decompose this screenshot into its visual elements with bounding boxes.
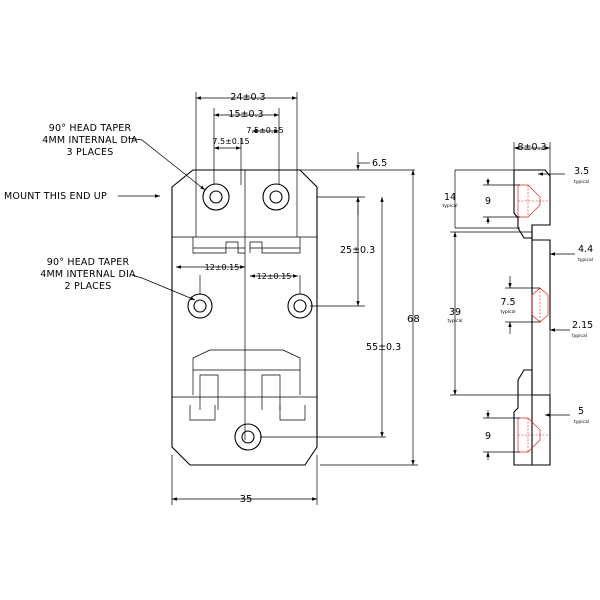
side-dim-8: 8±0.3 xyxy=(517,142,546,153)
hole-mid-right xyxy=(287,293,313,319)
front-outline xyxy=(171,169,318,466)
side-typical-3-5: typical xyxy=(574,179,589,185)
label-taper-2-line1: 90° HEAD TAPER xyxy=(47,257,130,268)
side-dim-2-15: 2.15 xyxy=(572,320,593,331)
side-typical-7-5: typical xyxy=(500,309,515,315)
side-dim-3-5: 3.5 xyxy=(574,166,589,177)
dim-55: 55±0.3 xyxy=(366,342,401,353)
hole-mid-left xyxy=(187,293,213,319)
dim-7-5-left: 7.5±0.15 xyxy=(212,137,249,146)
side-dim-9-top: 9 xyxy=(485,196,491,207)
dim-35: 35 xyxy=(240,494,253,505)
dim-25: 25±0.3 xyxy=(340,245,375,256)
label-taper-2-line3: 2 PLACES xyxy=(65,281,112,292)
label-taper-3-line1: 90° HEAD TAPER xyxy=(49,123,132,134)
side-typical-14: typical xyxy=(442,203,457,209)
dim-12-left: 12±0.15 xyxy=(205,263,240,272)
side-view: 8±0.3 3.5 typical 14 typical 9 4.4 typic… xyxy=(442,142,593,466)
side-dim-7-5: 7.5 xyxy=(500,297,515,308)
label-taper-2-line2: 4MM INTERNAL DIA xyxy=(40,269,136,280)
side-typical-4-4: typical xyxy=(578,257,593,263)
side-dim-14: 14 xyxy=(444,192,456,203)
side-typical-2-15: typical xyxy=(572,333,587,339)
side-dim-9-bottom: 9 xyxy=(485,431,491,442)
dim-12-right: 12±0.15 xyxy=(257,272,292,281)
label-taper-3-line2: 4MM INTERNAL DIA xyxy=(42,135,138,146)
dim-68: 68 xyxy=(407,314,420,325)
side-typical-39: typical xyxy=(447,318,462,324)
dim-15: 15±0.3 xyxy=(228,109,263,120)
side-dim-4-4: 4.4 xyxy=(578,244,593,255)
hole-top-right xyxy=(262,183,290,211)
hole-bottom xyxy=(234,423,262,451)
dim-24: 24±0.3 xyxy=(230,92,265,103)
dim-7-5-right: 7.5±0.15 xyxy=(246,126,283,135)
dim-6-5: 6.5 xyxy=(372,158,387,169)
side-typical-5: typical xyxy=(574,419,589,425)
label-taper-3-line3: 3 PLACES xyxy=(67,147,114,158)
label-mount: MOUNT THIS END UP xyxy=(4,191,107,202)
side-dim-39: 39 xyxy=(449,307,461,318)
side-dim-5: 5 xyxy=(578,406,584,417)
front-view: 24±0.3 15±0.3 7.5±0.15 7.5±0.15 90° HEAD… xyxy=(4,92,420,505)
hole-top-left xyxy=(202,183,230,211)
